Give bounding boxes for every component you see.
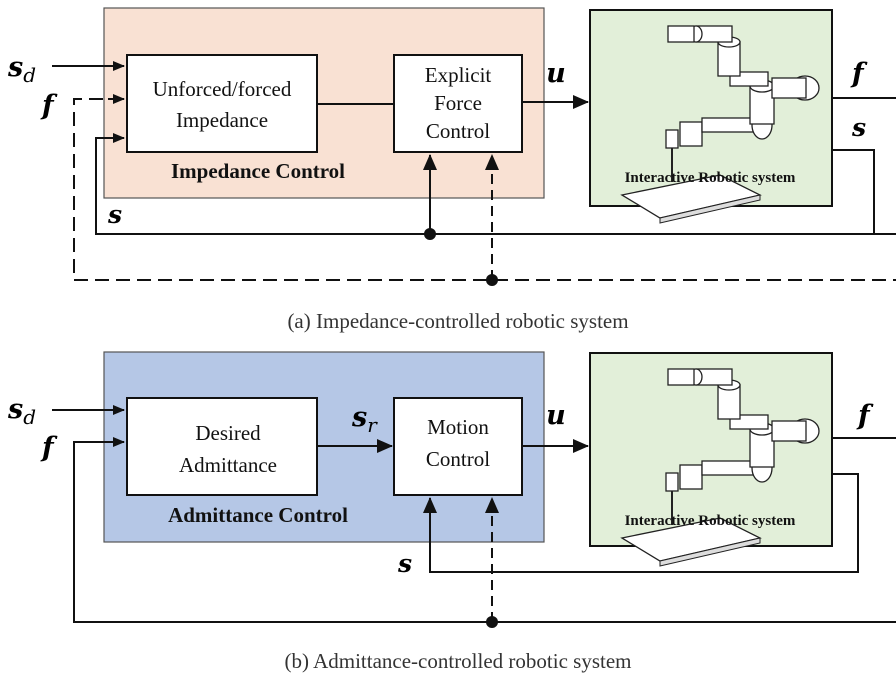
caption-a: (a) Impedance-controlled robotic system bbox=[287, 309, 628, 333]
efc-line2: Force bbox=[434, 91, 482, 115]
output-f-label-b: f bbox=[856, 400, 874, 431]
input-f-b: f bbox=[40, 432, 58, 463]
admittance-diagram: Desired Admittance Motion Control Admitt… bbox=[7, 351, 896, 673]
efc-line1: Explicit bbox=[425, 63, 492, 87]
input-sd-a: sd bbox=[7, 52, 36, 87]
output-f-label-a: f bbox=[850, 58, 868, 89]
explicit-force-control-block bbox=[393, 54, 523, 153]
caption-b: (b) Admittance-controlled robotic system bbox=[285, 649, 632, 673]
feedback-s-to-impedance bbox=[95, 133, 896, 235]
input-sd-b: sd bbox=[7, 394, 36, 429]
junction-s-a bbox=[424, 228, 436, 240]
output-s-label-a: s bbox=[851, 113, 866, 142]
impedance-block-line2: Impedance bbox=[176, 108, 268, 132]
motion-control-block bbox=[393, 397, 523, 496]
robot-system-title-a: Interactive Robotic system bbox=[625, 170, 796, 186]
admittance-block bbox=[126, 397, 318, 496]
robot-system-title-b: Interactive Robotic system bbox=[625, 513, 796, 529]
efc-line3: Control bbox=[426, 119, 490, 143]
feedback-f-line-b bbox=[73, 437, 896, 623]
impedance-control-title: Impedance Control bbox=[171, 159, 345, 183]
impedance-diagram: Unforced/forced Impedance Explicit Force… bbox=[7, 7, 896, 333]
output-s-line-a bbox=[832, 149, 875, 234]
admittance-block-line1: Desired bbox=[195, 421, 261, 445]
admittance-control-title: Admittance Control bbox=[168, 503, 348, 527]
feedback-s-label-a: s bbox=[107, 200, 122, 229]
u-label-a: u bbox=[546, 58, 566, 89]
dashed-force-input-a bbox=[73, 98, 896, 281]
motion-control-line1: Motion bbox=[427, 415, 489, 439]
sr-label: sr bbox=[351, 402, 378, 437]
impedance-block-line1: Unforced/forced bbox=[153, 77, 292, 101]
junction-f-b bbox=[486, 616, 498, 628]
junction-f-a bbox=[486, 274, 498, 286]
input-f-a: f bbox=[40, 90, 58, 121]
output-s-line-b bbox=[423, 473, 859, 573]
feedback-s-label-b: s bbox=[397, 549, 412, 578]
admittance-block-line2: Admittance bbox=[179, 453, 277, 477]
u-label-b: u bbox=[546, 400, 566, 431]
impedance-block bbox=[126, 54, 318, 153]
motion-control-line2: Control bbox=[426, 447, 490, 471]
robot-panel-a bbox=[589, 9, 833, 207]
